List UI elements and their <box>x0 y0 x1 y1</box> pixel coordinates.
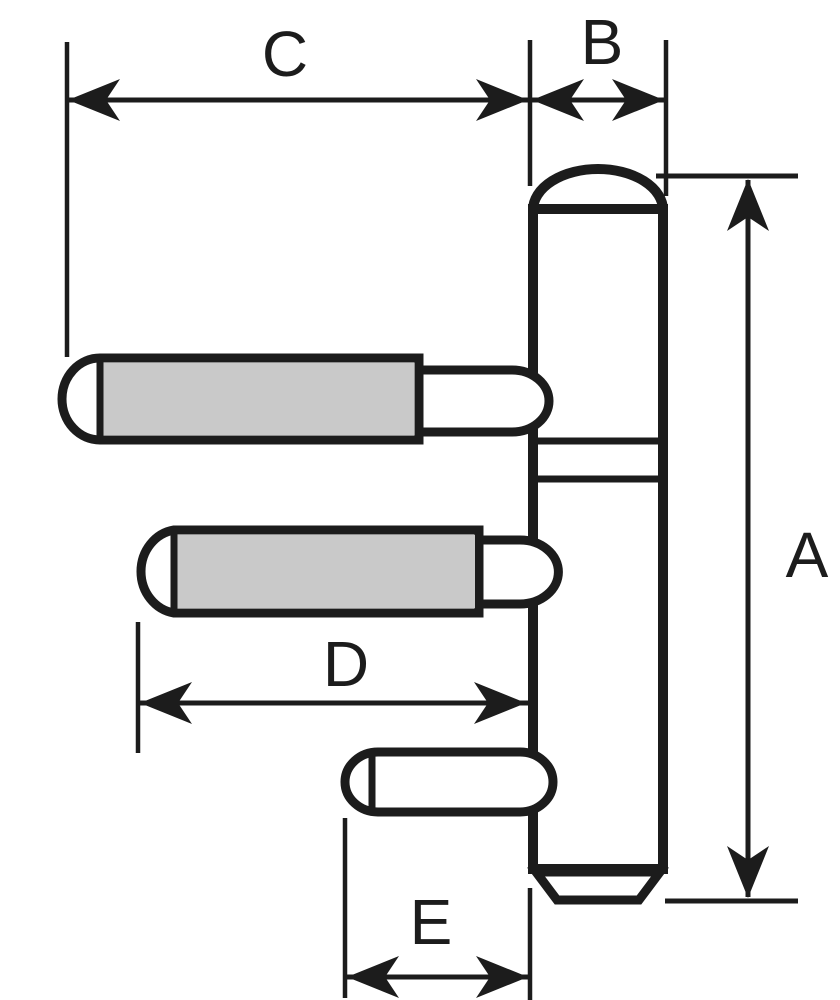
dimension-c: C <box>64 18 530 357</box>
dimension-b: B <box>527 6 669 196</box>
dimension-d: D <box>135 622 528 753</box>
hinge-pin-bottom <box>340 747 558 817</box>
dimension-label-d: D <box>323 628 369 700</box>
arrowhead-right-icon <box>474 682 526 724</box>
arrowhead-left-icon <box>140 682 192 724</box>
dimension-label-b: B <box>581 6 624 78</box>
dimension-a: A <box>656 173 829 904</box>
arrowhead-right-icon <box>476 79 528 121</box>
hinge-pin-top <box>57 353 554 445</box>
pin-shaft <box>470 535 563 609</box>
barrel-body <box>528 204 668 874</box>
pin-sleeve-gray-fill <box>174 535 475 608</box>
hinge-barrel <box>527 164 669 905</box>
barrel-chamfer-tip <box>527 867 669 905</box>
pin-sleeve-gray-fill <box>100 363 414 435</box>
arrowhead-left-icon <box>68 79 120 121</box>
arrowhead-down-icon <box>727 846 769 898</box>
dimension-label-e: E <box>410 886 453 958</box>
arrowhead-right-icon <box>612 79 664 121</box>
pin-capsule <box>340 747 558 817</box>
hinge-pin-middle <box>136 525 563 618</box>
arrowhead-right-icon <box>476 956 528 998</box>
dimension-e: E <box>342 818 533 1000</box>
barrel-top-dome <box>528 164 668 211</box>
dimension-label-c: C <box>262 18 308 90</box>
arrowhead-up-icon <box>727 179 769 231</box>
dimension-label-a: A <box>786 519 829 591</box>
arrowhead-left-icon <box>532 79 584 121</box>
pin-shaft <box>405 365 554 437</box>
arrowhead-left-icon <box>347 956 399 998</box>
